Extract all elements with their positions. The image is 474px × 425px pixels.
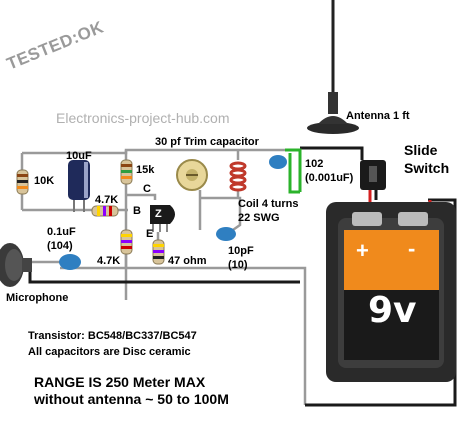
antenna-label: Antenna 1 ft — [346, 110, 410, 122]
range-line-1: RANGE IS 250 Meter MAX — [34, 374, 206, 390]
coil — [229, 161, 247, 192]
resistor-4k7-bottom — [120, 229, 133, 255]
r-47-ohm-label: 47 ohm — [168, 255, 207, 267]
resistor-47-ohm — [152, 239, 165, 265]
trim-cap-label: 30 pf Trim capacitor — [155, 136, 259, 148]
transistor-note: Transistor: BC548/BC337/BC547 — [28, 330, 197, 342]
range-line-2: without antenna ~ 50 to 100M — [34, 391, 229, 407]
trim-capacitor — [176, 159, 208, 191]
battery-minus: - — [408, 236, 416, 261]
node-b-label: B — [133, 205, 141, 217]
r-15k-label: 15k — [136, 164, 155, 176]
c-102-label-1: 102 — [305, 158, 324, 170]
grey-wires — [20, 148, 307, 405]
slide-switch — [360, 160, 386, 190]
c-10pf-label-2: (10) — [228, 259, 248, 271]
r-10k-label: 10K — [34, 175, 55, 187]
antenna — [307, 0, 359, 134]
coil-label-1: Coil 4 turns — [238, 198, 299, 210]
microphone-label: Microphone — [6, 292, 69, 304]
battery-voltage: 9v — [368, 290, 417, 331]
resistor-4k7-top — [91, 205, 119, 217]
r-4k7-top-label: 4.7K — [95, 194, 119, 206]
watermark: Electronics-project-hub.com — [56, 110, 230, 126]
capacitor-102 — [269, 155, 287, 169]
coil-label-2: 22 SWG — [238, 212, 280, 224]
slide-switch-label-1: Slide — [404, 142, 438, 158]
c-0-1uf-label-1: 0.1uF — [47, 226, 76, 238]
c-0-1uf-label-2: (104) — [47, 240, 73, 252]
green-wires — [285, 148, 302, 194]
resistor-10k — [16, 169, 29, 195]
resistor-15k — [120, 159, 133, 185]
node-c-label: C — [143, 183, 151, 195]
slide-switch-label-2: Switch — [404, 160, 450, 176]
transistor-mark: Z — [155, 208, 162, 220]
transistor — [150, 205, 175, 232]
r-4k7-bottom-label: 4.7K — [97, 255, 121, 267]
capacitor-note: All capacitors are Disc ceramic — [28, 346, 191, 358]
microphone — [0, 243, 32, 287]
node-e-label: E — [146, 228, 154, 240]
c-102-label-2: (0.001uF) — [305, 172, 354, 184]
c-10uf-label: 10uF — [66, 150, 92, 162]
capacitor-10uf — [68, 160, 90, 212]
battery-plus: + — [356, 238, 369, 263]
c-10pf-label-1: 10pF — [228, 245, 254, 257]
capacitor-0-1uf — [59, 254, 81, 270]
capacitor-10pf — [216, 227, 236, 241]
battery — [326, 202, 456, 382]
